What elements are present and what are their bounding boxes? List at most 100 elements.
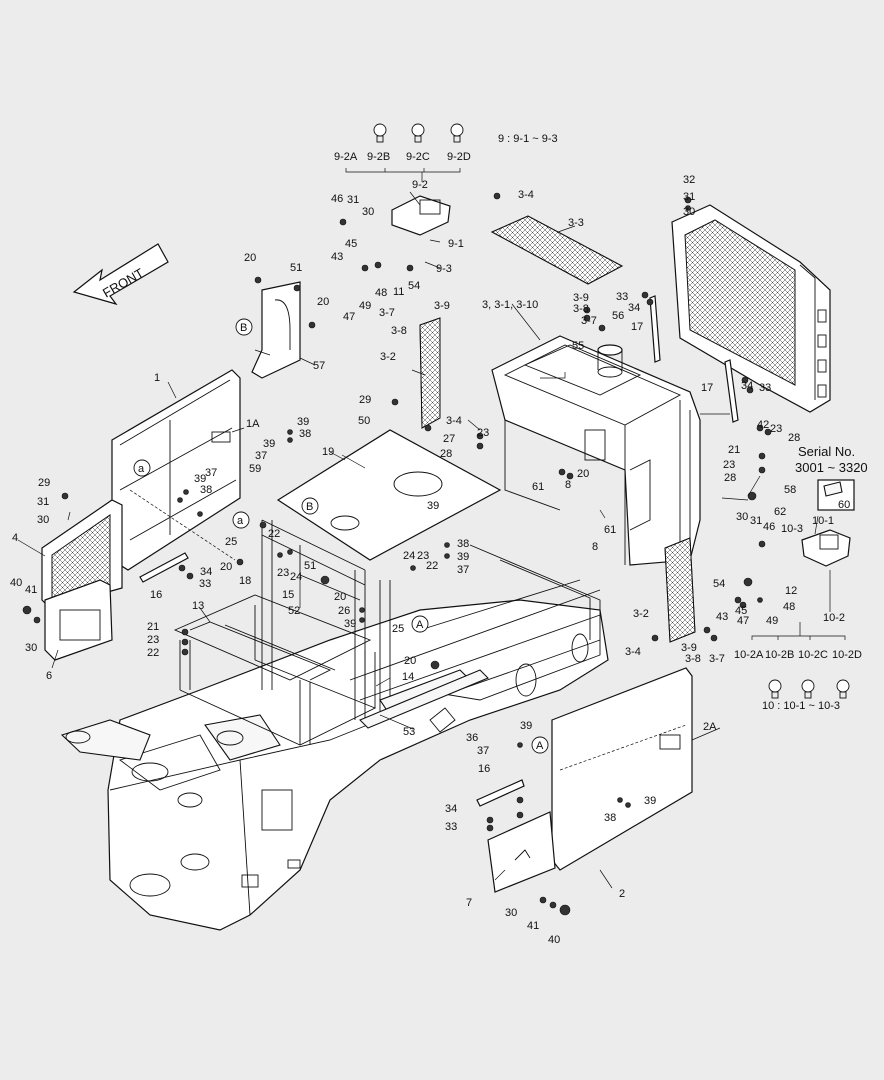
part-labels: 1 1A 2 2A 3-2 3-2 3-3 3-4 3-4 3-4 3-7 3-…: [10, 151, 862, 946]
label-23-a: 23: [147, 634, 159, 646]
label-43-a: 43: [331, 251, 343, 263]
label-19: 19: [322, 446, 334, 458]
rops-frame: [173, 594, 377, 746]
leader-lines: [17, 191, 831, 889]
label-59: 59: [249, 463, 261, 475]
label-20-f: 20: [404, 655, 416, 667]
label-49-b: 49: [766, 615, 778, 627]
label-9-2d: 9-2D: [447, 151, 471, 163]
callout-c-2: A: [536, 740, 544, 752]
label-47-b: 47: [737, 615, 749, 627]
bracket-57: B: [235, 281, 301, 379]
label-3-2-lower: 3-2: [633, 608, 649, 620]
label-20-e: 20: [334, 591, 346, 603]
label-34-a: 34: [200, 566, 212, 578]
label-3-3: 3-3: [568, 217, 584, 229]
label-39-g: 39: [520, 720, 532, 732]
bulbs-9: [345, 123, 464, 182]
access-cover: [487, 811, 556, 893]
callout-b-57: B: [240, 322, 247, 334]
label-34-b: 34: [628, 302, 640, 314]
label-3-8-left: 3-8: [391, 325, 407, 337]
label-21-b: 21: [728, 444, 740, 456]
label-29-a: 29: [359, 394, 371, 406]
label-6: 6: [46, 670, 52, 682]
label-51-b: 51: [304, 560, 316, 572]
label-9-2: 9-2: [412, 179, 428, 191]
label-38-d: 38: [604, 812, 616, 824]
label-41-a: 41: [25, 584, 37, 596]
label-55: 55: [572, 340, 584, 352]
label-31-a: 31: [347, 194, 359, 206]
label-30-c: 30: [37, 514, 49, 526]
side-screen-lower: [664, 537, 696, 643]
label-9-3: 9-3: [436, 263, 452, 275]
label-25-a: 25: [225, 536, 237, 548]
label-8-top: 8: [565, 479, 571, 491]
label-38-a: 38: [299, 428, 311, 440]
note-group-9: 9 : 9-1 ~ 9-3: [498, 133, 558, 145]
label-48-a: 48: [375, 287, 387, 299]
label-43-b: 43: [716, 611, 728, 623]
label-3-4-top: 3-4: [518, 189, 534, 201]
front-arrow: FRONT: [72, 243, 169, 306]
label-9-2b: 9-2B: [367, 151, 390, 163]
label-51-a: 51: [290, 262, 302, 274]
label-36: 36: [466, 732, 478, 744]
label-32: 32: [683, 174, 695, 186]
label-50: 50: [358, 415, 370, 427]
label-26: 26: [338, 605, 350, 617]
label-42: 42: [757, 419, 769, 431]
label-34-c: 34: [741, 380, 753, 392]
label-9-2a: 9-2A: [334, 151, 358, 163]
lamp-9: [391, 195, 451, 236]
label-23-e: 23: [770, 423, 782, 435]
label-22-a: 22: [147, 647, 159, 659]
top-screen: [490, 215, 624, 285]
label-3-9-mid: 3-9: [573, 292, 589, 304]
label-8-left: 8: [592, 541, 598, 553]
label-20-c: 20: [577, 468, 589, 480]
callout-markers: a A: [232, 511, 429, 633]
label-46-a: 46: [331, 193, 343, 205]
label-38-c: 38: [457, 538, 469, 550]
label-39-h: 39: [644, 795, 656, 807]
label-1: 1: [154, 372, 160, 384]
label-37-a: 37: [255, 450, 267, 462]
label-18: 18: [239, 575, 251, 587]
label-9-2c: 9-2C: [406, 151, 430, 163]
label-37-d: 37: [477, 745, 489, 757]
label-28-c: 28: [724, 472, 736, 484]
label-3-8-mid: 3-8: [573, 303, 589, 315]
label-56: 56: [612, 310, 624, 322]
label-57: 57: [313, 360, 325, 372]
label-3-7-low: 3-7: [709, 653, 725, 665]
side-screen-upper: [419, 317, 441, 429]
label-30-e: 30: [736, 511, 748, 523]
label-37-c: 37: [457, 564, 469, 576]
label-10-1: 10-1: [812, 515, 834, 527]
label-3-2-upper: 3-2: [380, 351, 396, 363]
label-20-d: 20: [220, 561, 232, 573]
label-20-b: 20: [317, 296, 329, 308]
label-39-c: 39: [194, 473, 206, 485]
label-4: 4: [12, 532, 18, 544]
label-33-b: 33: [616, 291, 628, 303]
label-33-a: 33: [199, 578, 211, 590]
label-30-f: 30: [505, 907, 517, 919]
label-13: 13: [192, 600, 204, 612]
label-54-a: 54: [408, 280, 420, 292]
label-33-d: 33: [445, 821, 457, 833]
label-22-c: 22: [426, 560, 438, 572]
label-3-4-mid: 3-4: [446, 415, 462, 427]
label-41-b: 41: [527, 920, 539, 932]
label-3-group: 3, 3-1, 3-10: [482, 299, 538, 311]
gas-springs: [139, 295, 739, 807]
label-58: 58: [784, 484, 796, 496]
label-31-d: 31: [750, 515, 762, 527]
label-28-b: 28: [788, 432, 800, 444]
label-45-b: 45: [735, 605, 747, 617]
label-23-b: 23: [277, 567, 289, 579]
label-3-7-left: 3-7: [379, 307, 395, 319]
label-23-d: 23: [417, 550, 429, 562]
